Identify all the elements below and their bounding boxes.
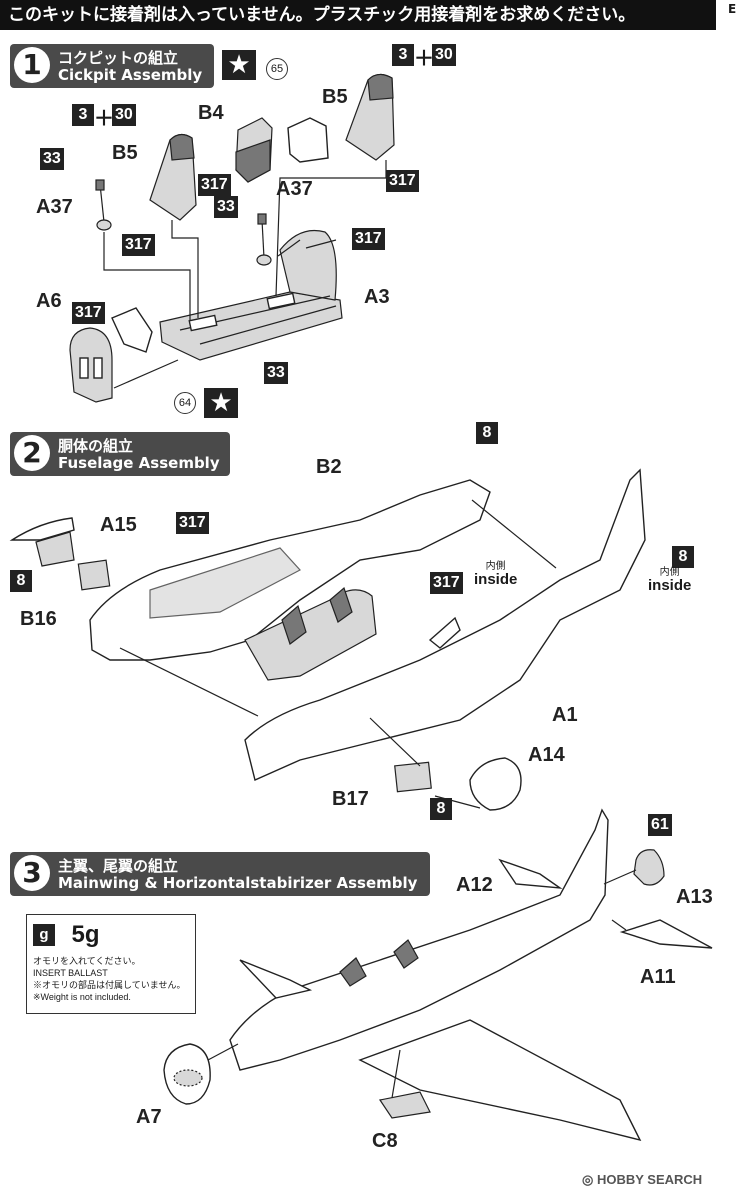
notice-banner: このキットに接着剤は入っていません。プラスチック用接着剤をお求めください。 [0,0,716,30]
paint-code-8d: 8 [430,798,452,820]
label-a13: A13 [676,886,713,908]
label-b17: B17 [332,788,369,810]
stabilizer-a12 [498,858,563,889]
cockpit-tub-a3 [159,291,343,361]
label-b4: B4 [198,102,224,124]
paint-code-317c: 317 [122,234,155,256]
label-c8: C8 [372,1130,398,1152]
intake-a14 [469,757,522,811]
inside-note-2-jp: 内側 [659,567,680,578]
step-1-number: 1 [14,47,50,83]
inside-note-2-en: inside [648,577,692,594]
stabilizer-a11 [619,919,713,949]
ballast-header: g 5g [33,921,189,949]
step-3-number: 3 [14,855,50,891]
label-a14: A14 [528,744,565,766]
ballast-note: g 5g オモリを入れてください。 INSERT BALLAST ※オモリの部品… [26,914,196,1014]
paint-plus-b: ＋ [94,108,114,130]
inside-note-1-en: inside [474,571,518,588]
paint-code-33a: 33 [40,148,64,170]
step-1-title-jp: コクピットの組立 [58,49,179,67]
paint-code-317g: 317 [430,572,463,594]
label-b5-right: B5 [322,86,348,108]
weight-icon: g [33,924,55,946]
label-b5-left: B5 [112,142,138,164]
intake-a15 [9,517,75,541]
label-a7: A7 [136,1106,162,1128]
aircraft-body [229,808,609,1071]
paint-code-61: 61 [648,814,672,836]
paint-code-33b: 33 [214,196,238,218]
step-2-title-jp: 胴体の組立 [58,437,134,455]
label-a37-left: A37 [36,196,73,218]
step-2-number: 2 [14,435,50,471]
label-a11: A11 [640,966,676,988]
ballast-line-3: ※オモリの部品は付属していません。 [33,980,186,990]
fuselage-a1-half [244,468,646,781]
watermark-text: HOBBY SEARCH [596,1172,703,1187]
inside-note-1: 内側 inside [474,561,518,588]
star-icon-2: ★ [204,388,238,418]
inside-note-1-jp: 内側 [485,561,506,572]
paint-code-317a: 317 [198,174,231,196]
label-b16: B16 [20,608,57,630]
label-a12: A12 [456,874,493,896]
paint-code-8a: 8 [476,422,498,444]
hobby-search-watermark: ◎ HOBBY SEARCH [582,1172,702,1188]
ref-circle-64: 64 [174,392,196,414]
part-b17 [394,761,432,793]
paint-code-317e: 317 [72,302,105,324]
edge-mark: E [728,2,737,16]
paint-code-33c: 33 [264,362,288,384]
ballast-line-1: オモリを入れてください。 [33,956,141,966]
part-b16 [77,559,111,591]
step-1-title-en: Cickpit Assembly [58,66,203,84]
ballast-line-2: INSERT BALLAST [33,968,108,978]
paint-code-30b: 30 [112,104,136,126]
step-3-header: 3 主翼、尾翼の組立 Mainwing & Horizontalstabiriz… [10,852,430,896]
part-c8 [379,1091,431,1119]
ballast-line-4: ※Weight is not included. [33,992,131,1002]
star-icon: ★ [222,50,256,80]
step-1-header: 1 コクピットの組立 Cickpit Assembly [10,44,214,88]
inside-note-2: 内側 inside [648,567,692,594]
paint-code-317f: 317 [176,512,209,534]
step-2-title-en: Fuselage Assembly [58,454,220,472]
panel-65 [287,117,329,163]
paint-code-317d: 317 [352,228,385,250]
paint-code-3b: 3 [72,104,94,126]
main-wing [358,1019,642,1142]
bulkhead-a6 [69,327,113,403]
label-a15: A15 [100,514,137,536]
ref-circle-65: 65 [266,58,288,80]
ballast-weight: 5g [71,921,100,948]
paint-code-30: 30 [432,44,456,66]
paint-code-317b: 317 [386,170,419,192]
step-3-title-jp: 主翼、尾翼の組立 [58,857,179,875]
paint-code-3: 3 [392,44,414,66]
label-b2: B2 [316,456,342,478]
hobby-search-logo-icon: ◎ [582,1172,597,1187]
label-a37-mid: A37 [276,178,313,200]
label-a3: A3 [364,286,390,308]
step-2-header: 2 胴体の組立 Fuselage Assembly [10,432,230,476]
label-a6: A6 [36,290,62,312]
paint-plus: ＋ [414,48,434,70]
panel-64 [111,307,153,353]
paint-code-8b: 8 [672,546,694,568]
label-a1: A1 [552,704,578,726]
exhaust-a13 [633,849,665,886]
step-3-title-en: Mainwing & Horizontalstabirizer Assembly [58,874,418,892]
paint-code-8c: 8 [10,570,32,592]
